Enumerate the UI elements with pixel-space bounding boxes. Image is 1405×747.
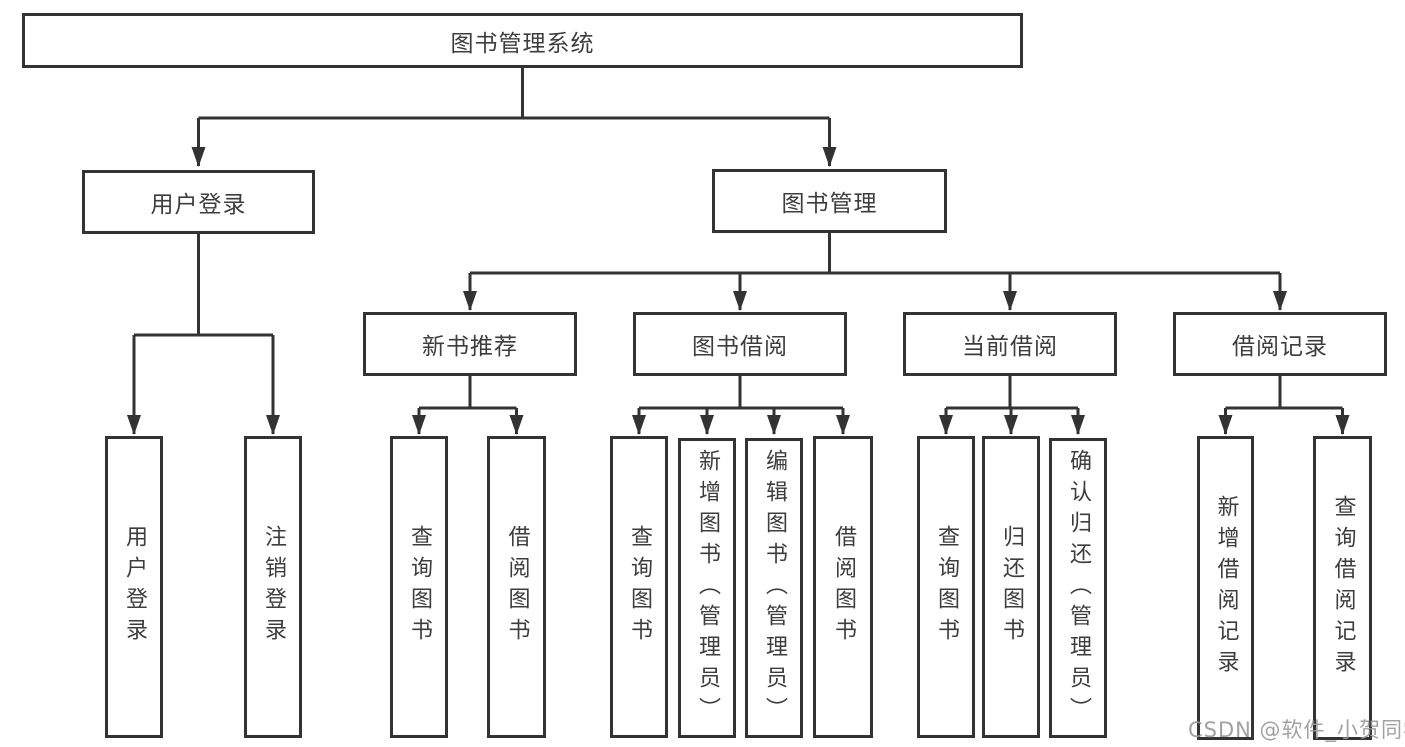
leaf-confirm-return-admin-label: 确认归还（管理员） <box>1066 448 1091 728</box>
leaf-add-borrow-record: 新增借阅记录 <box>1197 436 1254 740</box>
node-current-borrowing: 当前借阅 <box>903 312 1117 376</box>
node-new-book-recommendation: 新书推荐 <box>363 312 577 376</box>
leaf-logout-label: 注销登录 <box>261 525 286 649</box>
leaf-return-books: 归还图书 <box>982 436 1040 738</box>
leaf-query-books-current-label: 查询图书 <box>934 525 959 649</box>
leaf-logout: 注销登录 <box>244 436 302 738</box>
leaf-user-login-label: 用户登录 <box>122 525 147 649</box>
node-book-management: 图书管理 <box>712 169 947 233</box>
leaf-user-login: 用户登录 <box>105 436 163 738</box>
leaf-query-books-current: 查询图书 <box>917 436 975 738</box>
leaf-borrow-books-recommend-label: 借阅图书 <box>504 525 530 649</box>
leaf-query-books-recommend: 查询图书 <box>390 436 448 738</box>
leaf-edit-books-admin-label: 编辑图书（管理员） <box>762 448 787 728</box>
leaf-add-books-admin-label: 新增图书（管理员） <box>695 448 720 728</box>
leaf-confirm-return-admin: 确认归还（管理员） <box>1049 438 1107 738</box>
node-user-login: 用户登录 <box>82 170 315 234</box>
leaf-borrow-books-recommend: 借阅图书 <box>487 436 546 738</box>
node-root-system: 图书管理系统 <box>22 13 1023 68</box>
leaf-borrow-books-label: 借阅图书 <box>831 525 856 649</box>
node-book-borrowing: 图书借阅 <box>633 312 847 376</box>
leaf-query-books-borrow-label: 查询图书 <box>627 525 652 649</box>
leaf-query-books-borrow: 查询图书 <box>610 436 668 738</box>
leaf-add-borrow-record-label: 新增借阅记录 <box>1213 495 1239 681</box>
leaf-edit-books-admin: 编辑图书（管理员） <box>745 438 803 738</box>
leaf-add-books-admin: 新增图书（管理员） <box>678 438 736 738</box>
leaf-borrow-books: 借阅图书 <box>813 436 873 738</box>
leaf-query-books-recommend-label: 查询图书 <box>407 525 432 649</box>
leaf-return-books-label: 归还图书 <box>999 525 1024 649</box>
leaf-query-borrow-record-label: 查询借阅记录 <box>1330 495 1356 681</box>
node-borrowing-records: 借阅记录 <box>1173 312 1387 376</box>
leaf-query-borrow-record: 查询借阅记录 <box>1313 436 1372 740</box>
watermark-text: CSDN @软件_小贺同学 <box>1188 718 1405 742</box>
